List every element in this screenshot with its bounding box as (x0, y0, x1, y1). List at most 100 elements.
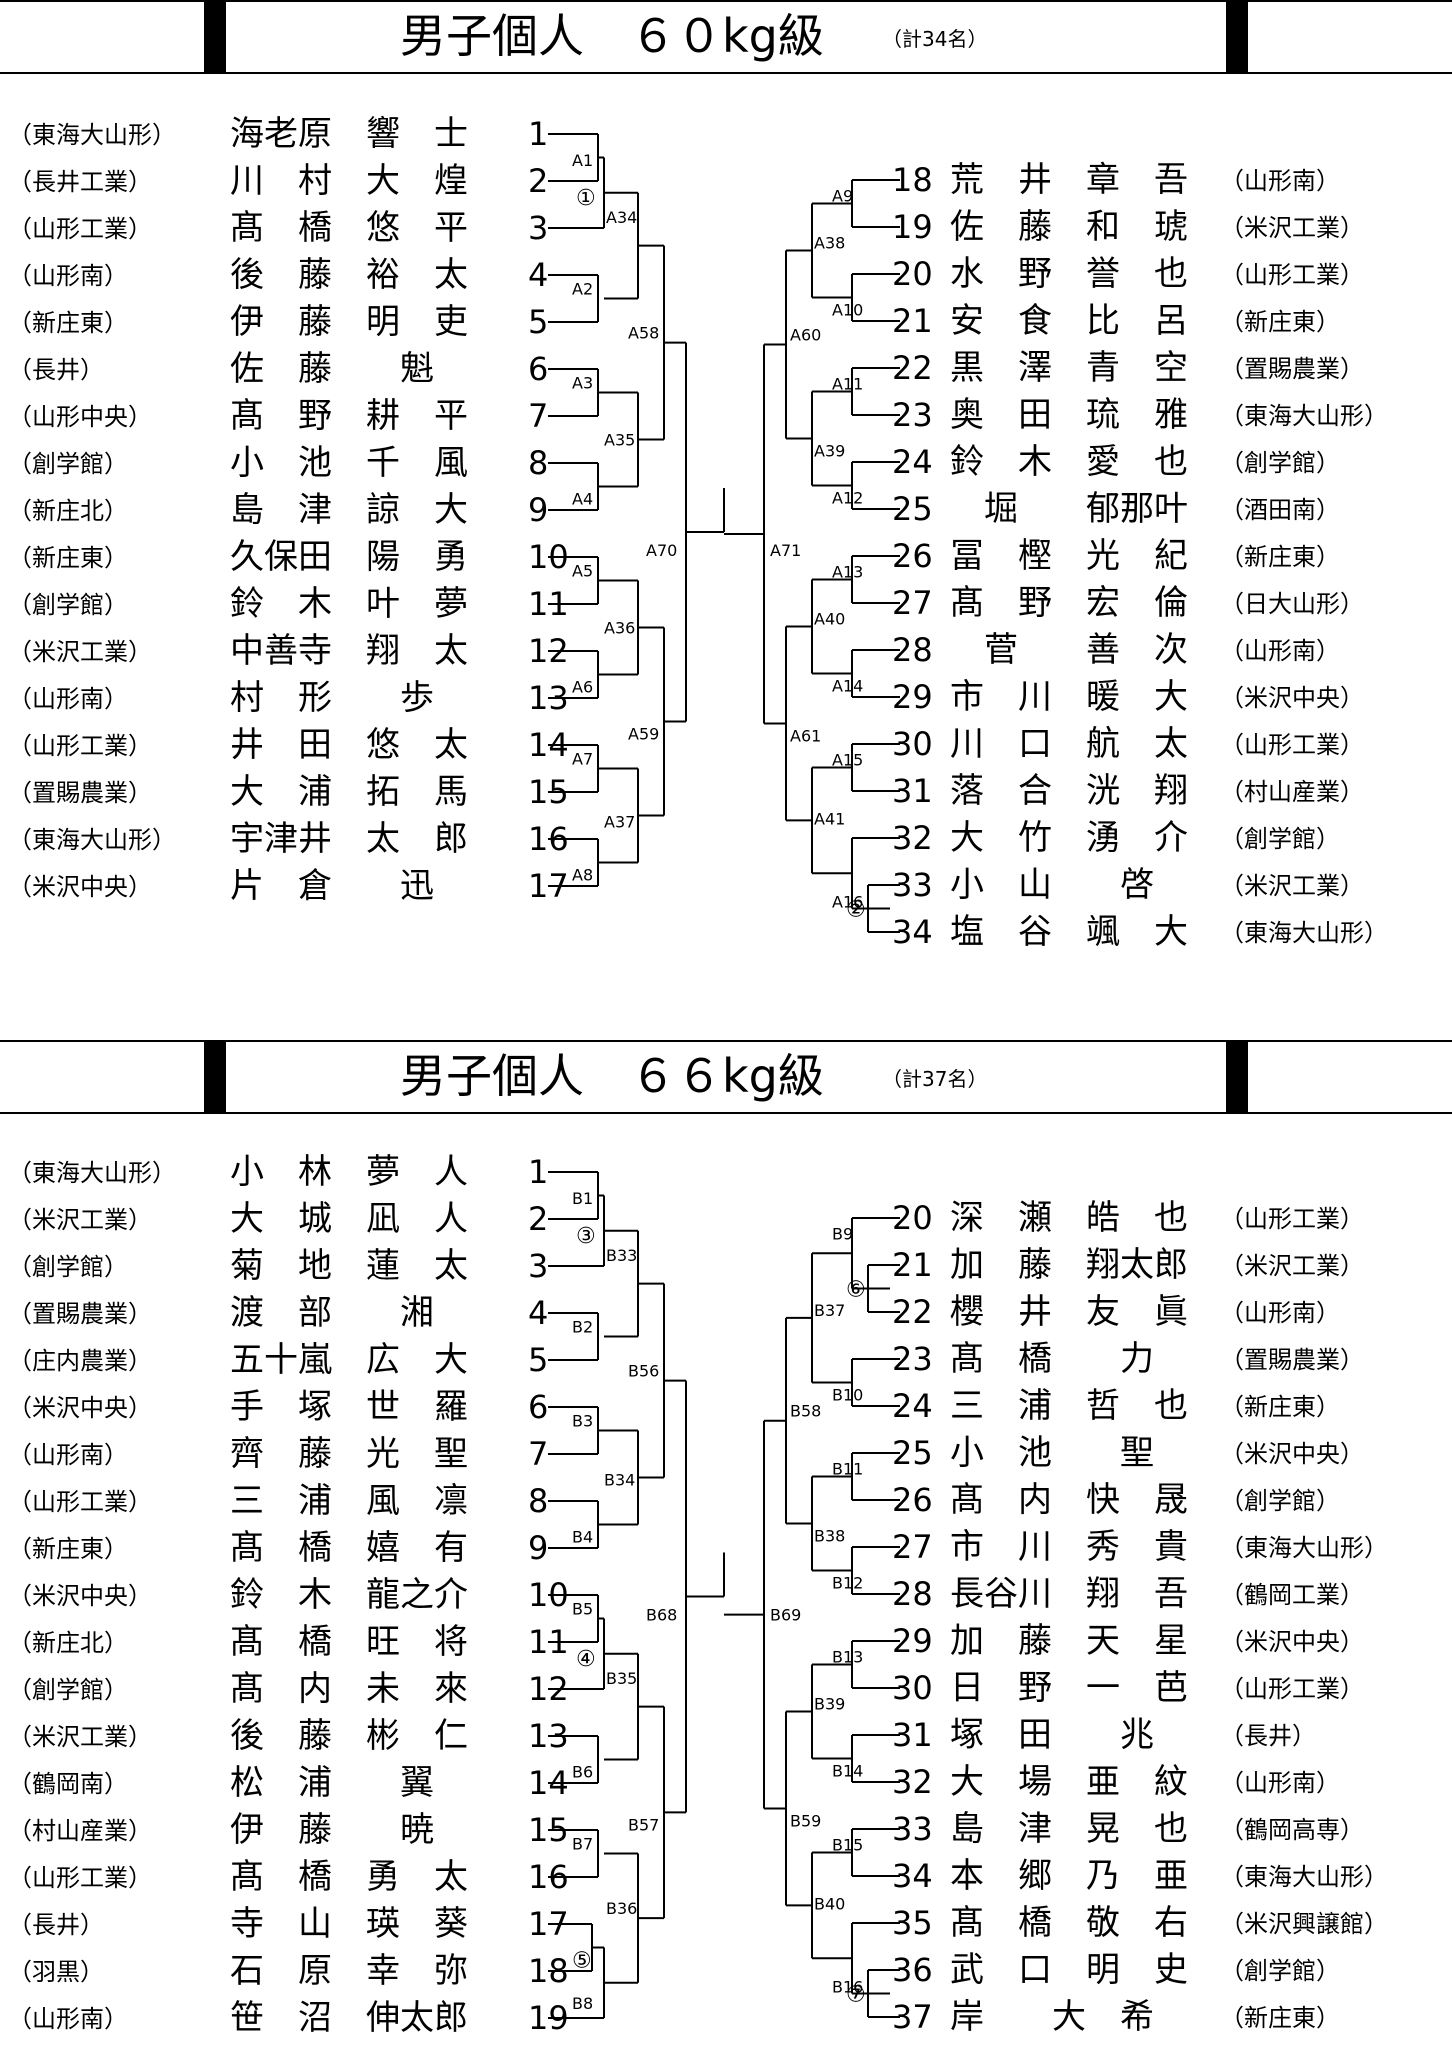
player-name: 武 口 明 史 (950, 1950, 1188, 1990)
school-name: （米沢中央） (1220, 1440, 1364, 1468)
player-name: 松 浦 翼 (230, 1763, 434, 1803)
school-name: （東海大山形） (8, 1159, 176, 1187)
school-name: （新庄北） (8, 497, 128, 525)
school-name: （置賜農業） (1220, 355, 1364, 383)
player-name: 荒 井 章 吾 (950, 160, 1188, 200)
school-name: （羽黒） (8, 1958, 104, 1986)
player-name: 片 倉 迅 (230, 866, 434, 906)
school-name: （創学館） (1220, 1487, 1340, 1515)
player-name: 大 浦 拓 馬 (230, 772, 468, 812)
player-name: 川 口 航 太 (950, 724, 1188, 764)
school-name: （村山産業） (1220, 778, 1364, 806)
school-name: （創学館） (1220, 825, 1340, 853)
match-label: B36 (606, 1899, 637, 1918)
school-name: （山形南） (8, 1441, 128, 1469)
match-label: B14 (832, 1762, 863, 1781)
player-name: 髙 内 快 晟 (950, 1480, 1188, 1520)
match-label: A11 (832, 375, 863, 394)
player-name: 三 浦 風 凛 (230, 1481, 468, 1521)
school-name: （新庄東） (1220, 2004, 1340, 2032)
title-rule (0, 1040, 1452, 1042)
player-name: 奥 田 琉 雅 (950, 395, 1188, 435)
player-name: 大 場 亜 紋 (950, 1762, 1188, 1802)
player-name: 後 藤 彬 仁 (230, 1716, 468, 1756)
school-name: （山形南） (1220, 637, 1340, 665)
player-name: 髙 橋 敬 右 (950, 1903, 1188, 1943)
player-name: 鈴 木 龍之介 (230, 1575, 468, 1615)
entry-number: 3 (528, 209, 549, 247)
match-label: A5 (572, 562, 593, 581)
match-label: B8 (572, 1994, 593, 2013)
player-name: 塚 田 兆 (950, 1715, 1154, 1755)
school-name: （創学館） (8, 591, 128, 619)
player-name: 塩 谷 颯 大 (950, 912, 1188, 952)
player-name: 市 川 秀 貴 (950, 1527, 1188, 1567)
match-label: B11 (832, 1460, 863, 1479)
player-name: 黒 澤 青 空 (950, 348, 1188, 388)
school-name: （山形中央） (8, 403, 152, 431)
school-name: （山形工業） (8, 1488, 152, 1516)
school-name: （創学館） (1220, 1957, 1340, 1985)
title-block-right (1226, 0, 1248, 74)
school-name: （長井） (8, 356, 104, 384)
entry-number: 6 (528, 1388, 549, 1426)
match-label: A39 (814, 442, 845, 461)
match-label: B1 (572, 1189, 593, 1208)
school-name: （米沢興譲館） (1220, 1910, 1388, 1938)
school-name: （米沢工業） (1220, 214, 1364, 242)
match-label: B39 (814, 1695, 845, 1714)
match-label: B5 (572, 1600, 593, 1619)
school-name: （山形工業） (1220, 731, 1364, 759)
bout-number: ⑤ (572, 1949, 592, 1974)
school-name: （置賜農業） (1220, 1346, 1364, 1374)
school-name: （米沢工業） (1220, 1252, 1364, 1280)
school-name: （米沢工業） (1220, 872, 1364, 900)
school-name: （山形工業） (8, 732, 152, 760)
entry-number: 8 (528, 444, 549, 482)
player-name: 齊 藤 光 聖 (230, 1434, 468, 1474)
match-label: A40 (814, 610, 845, 629)
entry-number: 2 (528, 1200, 549, 1238)
match-label: B69 (770, 1605, 801, 1624)
player-name: 大 城 凪 人 (230, 1199, 468, 1239)
school-name: （庄内農業） (8, 1347, 152, 1375)
school-name: （新庄東） (1220, 308, 1340, 336)
player-name: 市 川 暖 大 (950, 677, 1188, 717)
school-name: （山形南） (1220, 1299, 1340, 1327)
school-name: （村山産業） (8, 1817, 152, 1845)
player-name: 佐 藤 和 琥 (950, 207, 1188, 247)
player-name: 村 形 歩 (230, 678, 434, 718)
match-label: B59 (790, 1811, 821, 1830)
match-label: B38 (814, 1527, 845, 1546)
player-name: 髙 橋 悠 平 (230, 208, 468, 248)
bout-number: ⑦ (846, 1983, 866, 2008)
player-name: 小 山 啓 (950, 865, 1154, 905)
bout-number: ② (846, 898, 866, 923)
title-bar: 男子個人 ６０kg級 （計34名） (0, 0, 1452, 74)
school-name: （鶴岡高専） (1220, 1816, 1364, 1844)
player-name: 菅 善 次 (950, 630, 1188, 670)
bout-number: ③ (576, 1224, 596, 1249)
match-label: A14 (832, 677, 863, 696)
